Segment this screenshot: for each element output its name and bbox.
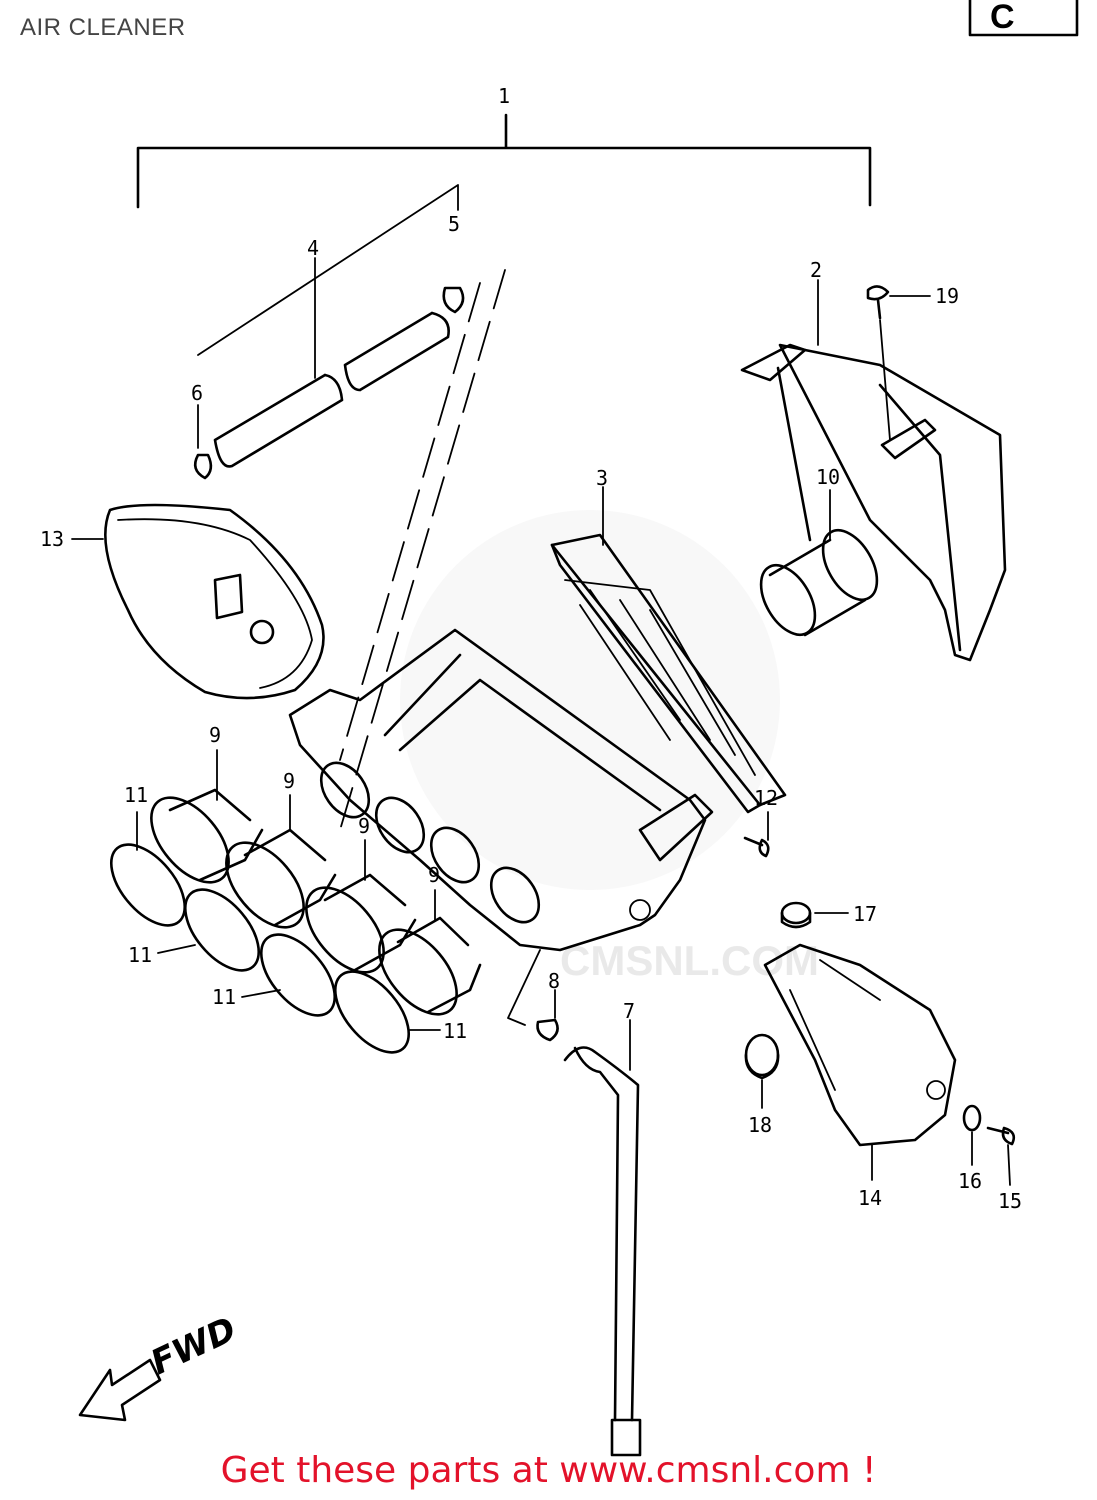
callout-7: 7 [623, 999, 635, 1023]
callout-3: 3 [596, 466, 608, 490]
corner-tab: C [968, 0, 1079, 37]
air-box-cover-2 [740, 279, 1007, 662]
corner-tab-label: C [990, 0, 1015, 36]
washer-16 [962, 1104, 982, 1166]
direction-label: FWD [145, 1309, 243, 1383]
callout-8: 8 [548, 969, 560, 993]
callout-1: 1 [498, 84, 510, 108]
watermark-text: CMSNL.COM [560, 937, 819, 984]
air-box-housing [288, 628, 714, 952]
callout-2: 2 [810, 258, 822, 282]
callout-14: 14 [858, 1186, 882, 1210]
clamp-8 [507, 949, 559, 1042]
callout-4: 4 [307, 236, 319, 260]
breather-hose-4 [193, 184, 465, 480]
callout-16: 16 [958, 1169, 982, 1193]
callout-9-b: 9 [283, 769, 295, 793]
callout-labels: 1 2 3 4 5 6 7 8 9 9 9 9 10 11 11 11 11 1… [40, 84, 1022, 1213]
side-cover-14 [763, 943, 957, 1181]
callout-19: 19 [935, 284, 959, 308]
callout-15: 15 [998, 1189, 1022, 1213]
intake-boots-9 [150, 749, 482, 1016]
callout-6: 6 [191, 381, 203, 405]
assembly-bracket [136, 113, 872, 209]
callout-17: 17 [853, 902, 877, 926]
callout-13: 13 [40, 527, 64, 551]
callout-10: 10 [816, 465, 840, 489]
callout-9-c: 9 [358, 814, 370, 838]
screw-12 [743, 811, 770, 858]
callout-11-d: 11 [443, 1019, 467, 1043]
hose-clamps-11 [109, 811, 441, 1054]
page-title: AIR CLEANER [20, 14, 186, 41]
forward-direction-arrow: FWD [78, 1309, 243, 1422]
grommet-18 [744, 1033, 780, 1109]
callout-9-d: 9 [428, 863, 440, 887]
case-cover-13 [71, 503, 325, 700]
intake-funnel-10 [759, 489, 879, 637]
callout-11-c: 11 [212, 985, 236, 1009]
callout-9-a: 9 [209, 723, 221, 747]
filter-element-3 [550, 486, 787, 814]
callout-5: 5 [448, 212, 460, 236]
alignment-lines [339, 269, 506, 831]
callout-11-a: 11 [124, 783, 148, 807]
footer-link-banner[interactable]: Get these parts at www.cmsnl.com ! [220, 1450, 877, 1491]
callout-12: 12 [754, 786, 778, 810]
callout-11-b: 11 [128, 943, 152, 967]
callout-18: 18 [748, 1113, 772, 1137]
drain-hose-7 [563, 1019, 642, 1457]
bolt-15 [986, 1126, 1016, 1186]
grommet-17 [780, 901, 849, 929]
watermark: CMSNL.COM [400, 510, 819, 984]
screw-19 [866, 285, 931, 441]
